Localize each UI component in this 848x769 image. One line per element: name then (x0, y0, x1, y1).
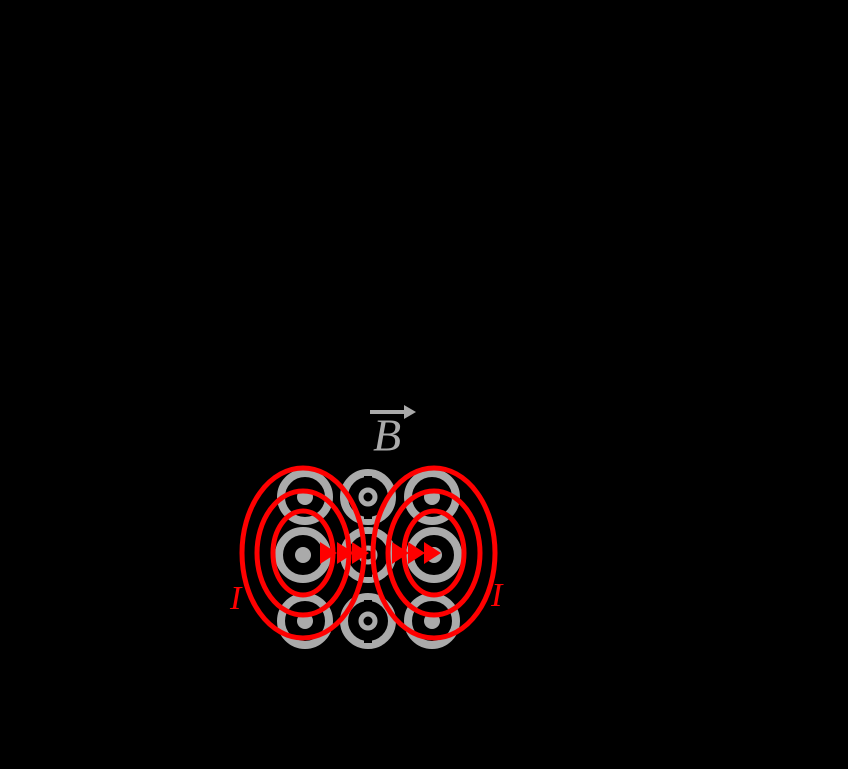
arrowhead-right-middle (408, 542, 425, 564)
arrowhead-left-inner (320, 542, 337, 564)
ring-gap-top (364, 534, 372, 541)
arrowhead-right-inner (424, 542, 441, 564)
field-lines (239, 465, 498, 641)
ring-gap-bottom (364, 636, 372, 643)
wire-center-dot (295, 547, 311, 563)
ring-gap-top (364, 476, 372, 483)
field-vector-label-group: B (370, 405, 416, 461)
field-direction-arrowheads (320, 542, 441, 564)
wire-outer-ring (340, 469, 396, 525)
wire-symbol-r2c1 (340, 593, 396, 649)
ring-gap-top (364, 600, 372, 607)
ring-gap-bottom (364, 570, 372, 577)
field-vector-label: B (373, 410, 401, 461)
wire-outer-ring (340, 593, 396, 649)
arrowhead-left-middle (337, 542, 354, 564)
ring-gap-bottom (364, 512, 372, 519)
current-label-left: I (229, 580, 243, 617)
current-label-right: I (490, 577, 504, 614)
wire-center-dot-hollow (358, 487, 378, 507)
arrowhead-left-outer (352, 542, 369, 564)
wire-symbol-r0c1 (340, 469, 396, 525)
arrowhead-right-outer (392, 542, 409, 564)
wire-center-dot-hollow (358, 611, 378, 631)
vector-arrow-head (404, 405, 416, 419)
vector-arrow-icon (370, 405, 416, 419)
field-line-right-middle (385, 488, 483, 618)
field-line-right-outer (370, 465, 498, 641)
